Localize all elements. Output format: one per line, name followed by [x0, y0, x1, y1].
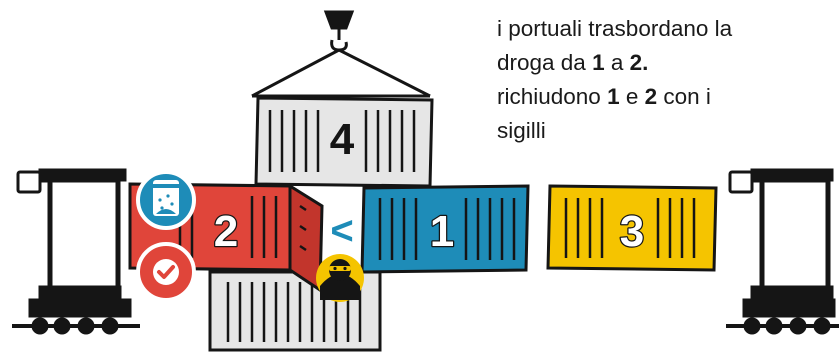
left-straddle-carrier-icon [12, 170, 140, 333]
container-3-number: 3 [620, 207, 644, 256]
smuggler-icon [316, 254, 364, 302]
crane-hook-icon [252, 12, 430, 96]
caption-text: i portuali trasbordano la droga da 1 a 2… [497, 12, 827, 148]
caption-line-1: i portuali trasbordano la [497, 12, 827, 46]
container-2-number: 2 [214, 207, 238, 256]
caption-bold-1: 1 [592, 50, 605, 75]
powder-bag-icon [138, 172, 194, 228]
caption-bold-2: 2. [630, 50, 649, 75]
right-straddle-carrier-icon [726, 170, 839, 333]
blue-container-1: 1 [362, 186, 528, 272]
caption-line-2: droga da 1 a 2. [497, 46, 827, 80]
caption-text-segment: droga da [497, 50, 592, 75]
transfer-arrow: < [330, 209, 353, 253]
caption-line-4: sigilli [497, 114, 827, 148]
caption-bold-2: 2 [645, 84, 658, 109]
caption-bold-1: 1 [607, 84, 620, 109]
check-seal-icon [138, 244, 194, 300]
caption-text-segment: con i [657, 84, 711, 109]
yellow-container-3: 3 [548, 186, 716, 270]
caption-text-segment: a [605, 50, 630, 75]
caption-line-3: richiudono 1 e 2 con i [497, 80, 827, 114]
hanging-container-4: 4 [256, 98, 432, 186]
caption-text-segment: e [620, 84, 645, 109]
container-4-number: 4 [330, 115, 355, 164]
container-1-number: 1 [430, 207, 454, 256]
caption-text-segment: richiudono [497, 84, 607, 109]
